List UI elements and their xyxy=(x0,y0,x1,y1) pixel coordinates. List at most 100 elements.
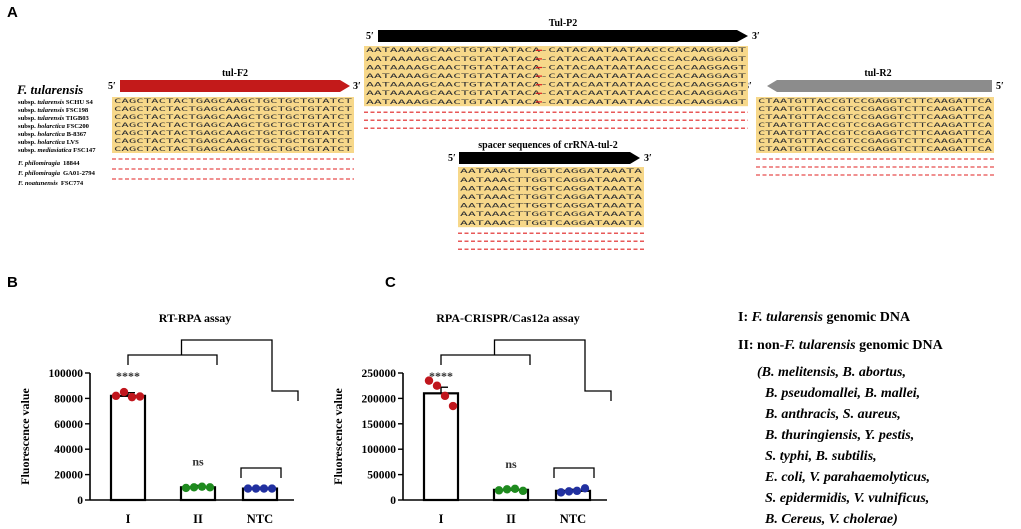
seq-row: AATAAAAGCAACTGTATATACA-CATACAATAATAACCCA… xyxy=(366,90,747,97)
legend-species-line: S. typhi, B. subtilis, xyxy=(765,449,877,464)
strain-label: subsp. holarctica B-8367 xyxy=(18,131,87,138)
data-point xyxy=(181,483,191,493)
seq-row: CTAATGTTACCGTCCGAGGTCTTCAAGATTCA xyxy=(758,138,993,145)
data-point xyxy=(119,387,129,397)
seq-row: AATAAAAGCAACTGTATATACA-CATACAATAATAACCCA… xyxy=(366,64,747,71)
data-point xyxy=(494,486,504,495)
seq-row: CTAATGTTACCGTCCGAGGTCTTCAAGATTCA xyxy=(758,146,993,153)
sequence-blocks: CAGCTACTACTGAGCAAGCTGCTGCTGTATCTCAGCTACT… xyxy=(112,46,994,250)
data-point xyxy=(518,486,528,496)
data-point xyxy=(189,483,199,492)
seq-row: CAGCTACTACTGAGCAAGCTGCTGCTGTATCT xyxy=(114,106,353,113)
x-tick-label: II xyxy=(193,512,203,526)
y-tick-label: 60000 xyxy=(54,419,83,431)
seq-row: CTAATGTTACCGTCCGAGGTCTTCAAGATTCA xyxy=(758,98,993,105)
data-point xyxy=(424,376,434,385)
comparison-bracket xyxy=(440,339,612,478)
seq-row: CAGCTACTACTGAGCAAGCTGCTGCTGTATCT xyxy=(114,98,353,105)
y-tick-label: 0 xyxy=(77,495,83,507)
x-tick-label: NTC xyxy=(560,512,586,526)
x-tick-label: I xyxy=(126,512,131,526)
seq-row: AATAAAAGCAACTGTATATACA-CATACAATAATAACCCA… xyxy=(366,73,747,80)
strain-label: subsp. tularensis TIGB03 xyxy=(18,115,90,122)
strain-label: subsp. mediasiatica FSC147 xyxy=(18,147,96,154)
y-tick-label: 0 xyxy=(390,495,396,507)
seq-row: AATAAACTTGGTCAGGATAAATA xyxy=(460,194,643,201)
data-point xyxy=(502,485,512,494)
p2-label: Tul-P2 xyxy=(549,18,578,29)
strain-label: subsp. holarctica FSC200 xyxy=(18,123,90,130)
data-point xyxy=(580,484,590,493)
data-point xyxy=(259,484,269,493)
chart-title: RPA-CRISPR/Cas12a assay xyxy=(436,311,579,325)
x-tick-label: I xyxy=(439,512,444,526)
f2-label: tul-F2 xyxy=(222,68,248,79)
strain-label: subsp. tularensis FSC198 xyxy=(18,107,89,114)
legend-species-line: (B. melitensis, B. abortus, xyxy=(757,365,906,380)
r2-primer-arrow xyxy=(767,80,992,92)
seq-row: AATAAACTTGGTCAGGATAAATA xyxy=(460,177,643,184)
f2-3prime: 3′ xyxy=(353,81,361,92)
seq-row: CAGCTACTACTGAGCAAGCTGCTGCTGTATCT xyxy=(114,114,353,121)
y-tick-label: 40000 xyxy=(54,444,83,456)
seq-row: CTAATGTTACCGTCCGAGGTCTTCAAGATTCA xyxy=(758,114,993,121)
spacer-3prime: 3′ xyxy=(644,153,652,164)
y-tick-label: 50000 xyxy=(367,470,396,482)
data-point xyxy=(135,392,145,401)
legend-species-line: B. thuringiensis, Y. pestis, xyxy=(764,428,914,443)
r2-label: tul-R2 xyxy=(864,68,891,79)
legend-species-line: E. coli, V. parahaemolyticus, xyxy=(764,470,930,485)
spacer-5prime: 5′ xyxy=(448,153,456,164)
p2-probe-arrow xyxy=(378,30,748,42)
data-point xyxy=(510,484,520,494)
species-title: F. tularensis xyxy=(16,82,83,97)
data-point xyxy=(205,483,215,492)
y-tick-label: 100000 xyxy=(362,444,397,456)
seq-row: AATAAACTTGGTCAGGATAAATA xyxy=(460,220,643,227)
data-point xyxy=(564,487,574,496)
y-tick-label: 100000 xyxy=(49,368,84,380)
p2-5prime: 5′ xyxy=(366,31,374,42)
seq-row: CTAATGTTACCGTCCGAGGTCTTCAAGATTCA xyxy=(758,130,993,137)
f2-5prime: 5′ xyxy=(108,81,116,92)
data-point xyxy=(251,484,261,493)
strain-label: subsp. holarctica LVS xyxy=(18,139,79,146)
x-tick-label: II xyxy=(506,512,516,526)
data-point xyxy=(572,486,582,496)
seq-row: CTAATGTTACCGTCCGAGGTCTTCAAGATTCA xyxy=(758,122,993,129)
seq-row: CTAATGTTACCGTCCGAGGTCTTCAAGATTCA xyxy=(758,106,993,113)
x-tick-label: NTC xyxy=(247,512,273,526)
comparison-bracket xyxy=(127,339,299,478)
legend-line-2: II: non-F. tularensis genomic DNA xyxy=(738,338,944,353)
panel-c-label: C xyxy=(385,274,396,291)
seq-row: CAGCTACTACTGAGCAAGCTGCTGCTGTATCT xyxy=(114,138,353,145)
chart-title: RT-RPA assay xyxy=(159,311,232,325)
y-axis-label: Fluorescence value xyxy=(331,387,345,484)
legend-line-1: I: F. tularensis genomic DNA xyxy=(738,310,911,325)
seq-row: AATAAACTTGGTCAGGATAAATA xyxy=(460,185,643,192)
r2-sequence-block: CTAATGTTACCGTCCGAGGTCTTCAAGATTCACTAATGTT… xyxy=(756,97,994,176)
seq-row: AATAAACTTGGTCAGGATAAATA xyxy=(460,168,643,175)
r2-5prime: 5′ xyxy=(996,81,1004,92)
data-point xyxy=(267,484,277,493)
seq-row: CAGCTACTACTGAGCAAGCTGCTGCTGTATCT xyxy=(114,130,353,137)
legend-species-line: B. Cereus, V. cholerae) xyxy=(764,512,898,527)
y-tick-label: 20000 xyxy=(54,470,83,482)
y-tick-label: 200000 xyxy=(362,393,397,405)
data-point xyxy=(197,482,207,491)
data-point xyxy=(243,484,253,493)
strain-label: subsp. tularensis SCHU S4 xyxy=(18,99,93,106)
panel-a: F. tularensis 5′ 3′ tul-F2 5′ 3′ Tul-P2 … xyxy=(16,18,1004,250)
data-point xyxy=(111,391,121,401)
p2-sequence-block: AATAAAAGCAACTGTATATACA-CATACAATAATAACCCA… xyxy=(364,46,748,129)
legend-species-line: S. epidermidis, V. vulnificus, xyxy=(765,491,929,506)
significance-label: ns xyxy=(505,457,517,471)
significance-label: **** xyxy=(116,369,140,383)
y-tick-label: 250000 xyxy=(362,368,397,380)
